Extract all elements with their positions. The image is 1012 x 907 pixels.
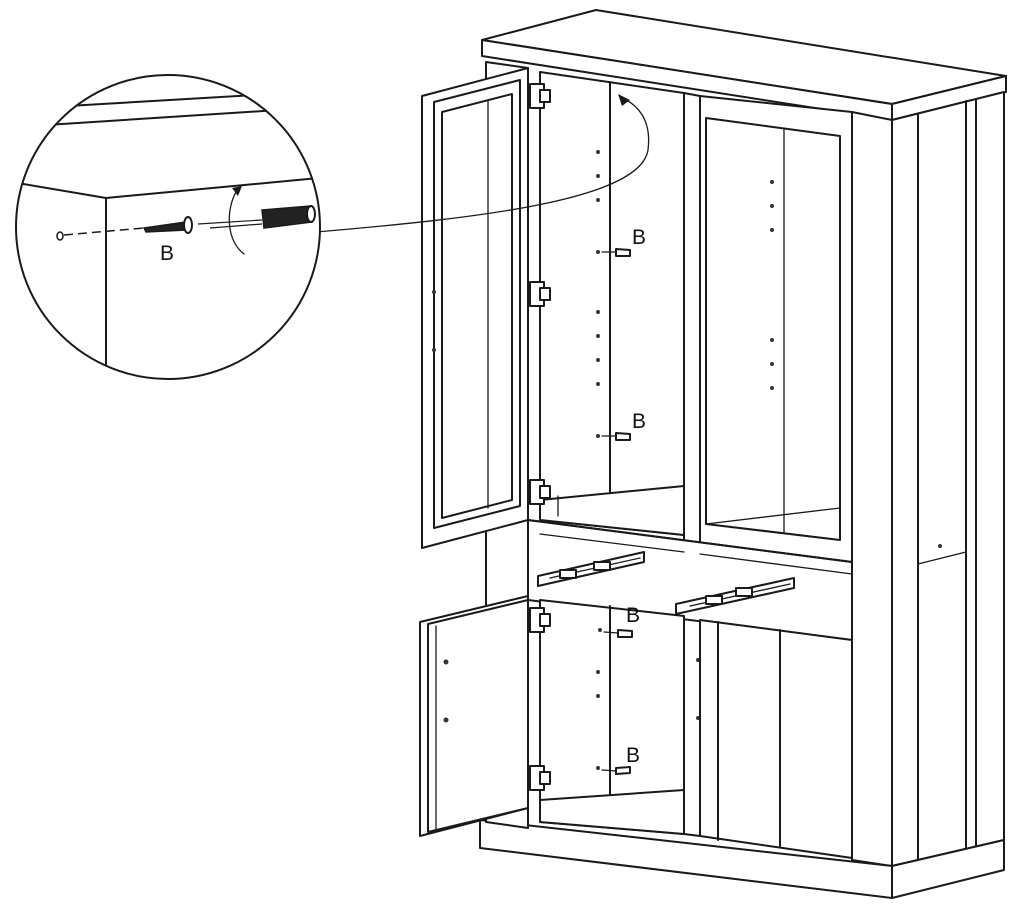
hinge-icon [529,765,551,791]
hinge-icon [529,83,551,109]
lower-left-door [419,595,529,837]
screw-icon [596,432,631,441]
rotate-arrow-icon [228,186,245,255]
detail-magnifier: B [15,74,321,380]
callout-label-upper-2: B [632,410,646,433]
hinge-icon [529,607,551,633]
drawer-slide-icon [537,551,645,587]
callout-label-lower-2: B [626,744,640,767]
cabinet-plinth [479,819,1005,899]
screw-icon [596,248,631,257]
right-side-panel [891,91,1005,867]
upper-left-compartment [539,71,692,536]
center-divider [683,92,701,837]
drawer-slide-icon [675,577,795,615]
hinge-icon [529,281,551,307]
leader-line [315,94,650,233]
cabinet-top [481,9,1007,121]
lower-right-doors [699,619,853,859]
callout-label-detail: B [160,242,174,265]
callout-label-upper-1: B [632,226,646,249]
screw-icon [596,766,631,775]
callout-label-lower-1: B [626,604,640,627]
lower-left-compartment [539,599,700,835]
upper-left-glass-door [421,67,529,549]
screw-icon [142,216,193,234]
upper-right-glass-door [699,95,853,565]
front-right-stile [851,111,893,867]
screw-icon [598,628,633,638]
screwdriver-icon [197,205,316,229]
hinge-icon [529,479,551,505]
